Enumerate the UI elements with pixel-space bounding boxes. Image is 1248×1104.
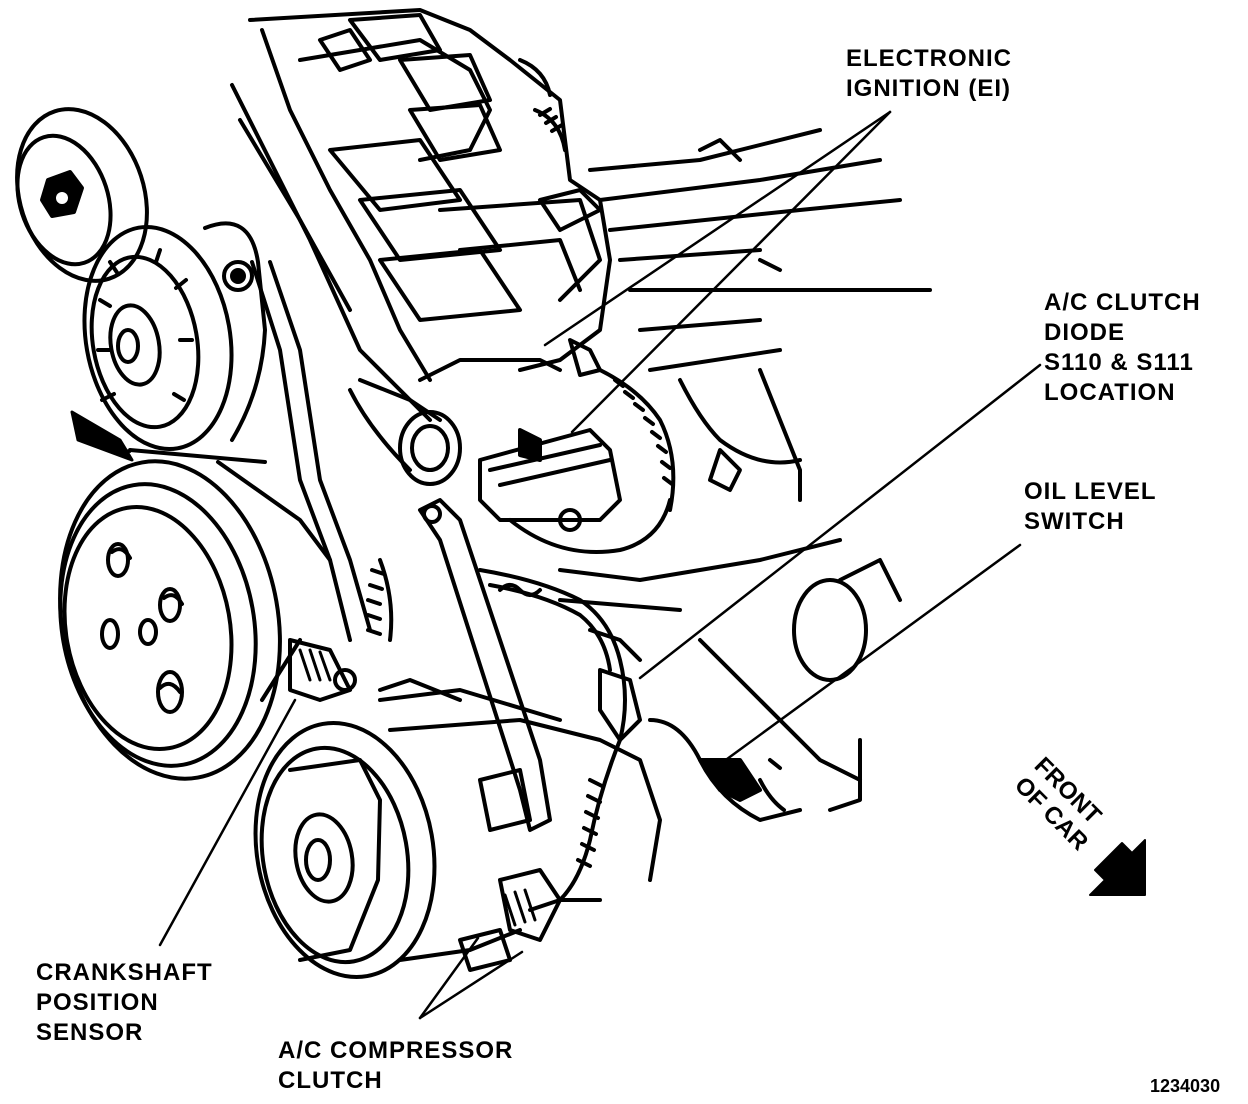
upper-pulley [82, 221, 267, 452]
label-line: OIL LEVEL [1024, 478, 1157, 505]
label-line: SWITCH [1024, 508, 1125, 535]
label-ac-clutch-diode: A/C CLUTCH DIODE S110 & S111 LOCATION [1044, 288, 1201, 408]
label-line: S110 & S111 [1044, 349, 1194, 376]
label-line: POSITION [36, 989, 159, 1016]
label-line: DIODE [1044, 319, 1126, 346]
ac-compressor [253, 718, 662, 979]
wiring-harness [366, 558, 642, 912]
label-line: ELECTRONIC [846, 45, 1012, 72]
label-crankshaft-sensor: CRANKSHAFT POSITION SENSOR [36, 958, 213, 1048]
leader-lines [158, 110, 1042, 1020]
label-line: IGNITION (EI) [846, 75, 1011, 102]
idler-pulley [15, 107, 149, 283]
label-line: SENSOR [36, 1019, 144, 1046]
label-line: LOCATION [1044, 379, 1176, 406]
crank-pulley [58, 459, 282, 781]
label-oil-level-switch: OIL LEVEL SWITCH [1024, 477, 1157, 537]
label-ac-compressor-clutch: A/C COMPRESSOR CLUTCH [278, 1036, 513, 1096]
label-electronic-ignition: ELECTRONIC IGNITION (EI) [846, 44, 1012, 104]
arrow-down-right-icon [1089, 839, 1146, 896]
ignition-module [348, 338, 676, 554]
crank-sensor-assembly [250, 260, 562, 722]
label-line: CLUTCH [278, 1067, 383, 1094]
label-line: A/C CLUTCH [1044, 289, 1201, 316]
label-line: CRANKSHAFT [36, 959, 213, 986]
label-line: A/C COMPRESSOR [278, 1037, 514, 1064]
intake-manifold [230, 8, 612, 422]
engine-right-side [558, 128, 932, 822]
figure-number: 1234030 [1150, 1076, 1221, 1096]
